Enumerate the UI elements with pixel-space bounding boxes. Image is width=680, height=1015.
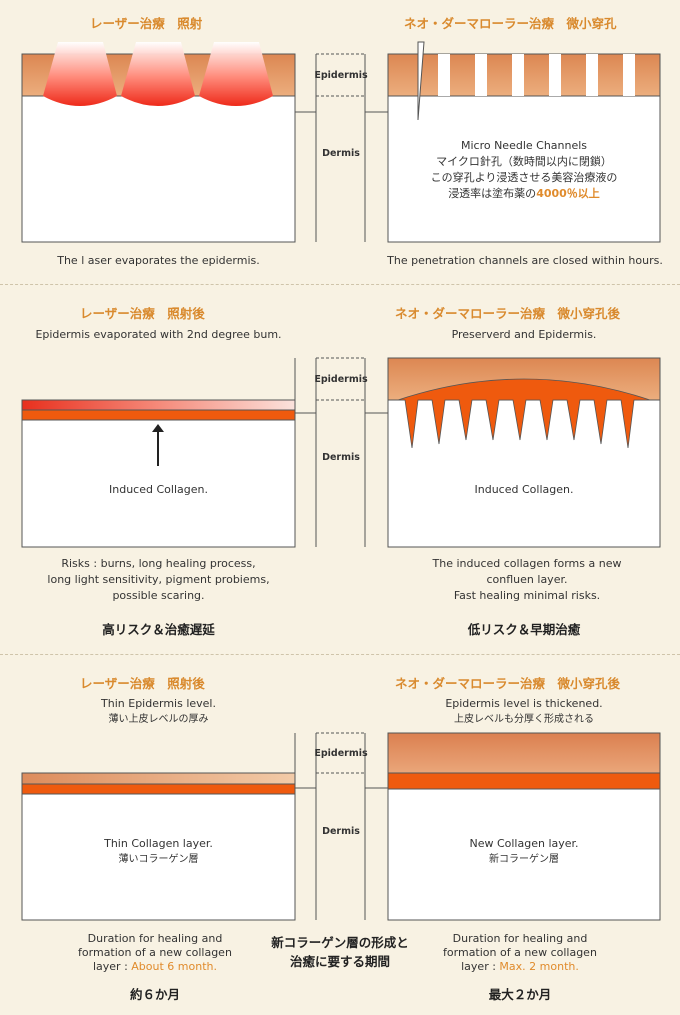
s3-left-duration-value: About 6 month. xyxy=(131,960,217,973)
s3-left-duration-line2: formation of a new collagen xyxy=(78,946,232,959)
s2-right-title: ネオ・ダーマローラー治療 微小穿孔後 xyxy=(395,306,621,321)
s2-right-desc-line1: The induced collagen forms a new xyxy=(432,557,622,570)
s1-right-title: ネオ・ダーマローラー治療 微小穿孔 xyxy=(404,16,617,31)
s3-left-duration-line3: layer : About 6 month. xyxy=(60,960,250,974)
s3-center-caption: 新コラーゲン層の形成と 治癒に要する期間 xyxy=(250,933,430,971)
s2-right-subtitle: Preserverd and Epidermis. xyxy=(451,328,597,341)
s3-left-thin-epidermis xyxy=(21,772,296,785)
s2-dermis-label: Dermis xyxy=(322,452,360,463)
s3-left-duration-line1: Duration for healing and xyxy=(87,932,223,945)
s2-left-risks-line1: Risks : burns, long healing process, xyxy=(61,557,256,570)
s3-right-title: ネオ・ダーマローラー治療 微小穿孔後 xyxy=(395,676,621,691)
s2-left-subtitle: Epidermis evaporated with 2nd degree bum… xyxy=(35,328,282,341)
s2-epidermis-label: Epidermis xyxy=(314,374,368,385)
s1-right-line4-highlight: 4000％以上 xyxy=(536,187,600,200)
s3-left-sub-jp: 薄い上皮レベルの厚み xyxy=(108,714,209,725)
s1-laser-beam-3 xyxy=(199,42,273,106)
s1-laser-beam-2 xyxy=(121,42,195,106)
s1-right-center-text: Micro Needle Channels マイクロ針孔（数時間以内に閉鎖） こ… xyxy=(388,138,660,202)
s2-left-risks-line3: possible scaring. xyxy=(112,589,205,602)
s3-right-center-jp: 新コラーゲン層 xyxy=(489,854,559,865)
s3-right-duration-line3: layer : Max. 2 month. xyxy=(425,960,615,974)
s3-right-center: New Collagen layer. 新コラーゲン層 xyxy=(388,836,660,868)
s3-epidermis-label: Epidermis xyxy=(314,748,368,759)
s3-right-duration-value: Max. 2 month. xyxy=(499,960,579,973)
s3-left-sub-en: Thin Epidermis level. xyxy=(101,697,216,710)
s1-needle xyxy=(417,41,425,121)
s3-left-dermis-box xyxy=(21,772,296,921)
section3-diagram xyxy=(21,732,661,921)
section1-diagram xyxy=(21,41,661,243)
s3-right-duration: Duration for healing and formation of a … xyxy=(425,932,615,974)
s2-left-dermis-box xyxy=(21,399,296,548)
s3-left-center-jp: 薄いコラーゲン層 xyxy=(118,854,199,865)
s2-left-risks: Risks : burns, long healing process, lon… xyxy=(12,556,305,604)
s1-needle-channels xyxy=(438,54,635,96)
s3-right-duration-line2: formation of a new collagen xyxy=(443,946,597,959)
s3-right-center-en: New Collagen layer. xyxy=(469,837,579,850)
s2-right-desc-line3: Fast healing minimal risks. xyxy=(453,589,601,602)
section-divider-2 xyxy=(0,654,680,655)
s2-right-summary: 低リスク＆早期治癒 xyxy=(467,622,581,637)
s3-left-duration: Duration for healing and formation of a … xyxy=(60,932,250,974)
s2-right-desc-line2: confluen layer. xyxy=(486,573,568,586)
s2-left-summary: 高リスク＆治癒遅延 xyxy=(102,622,215,637)
s3-dermis-label: Dermis xyxy=(322,826,360,837)
s3-right-sub: Epidermis level is thickened. 上皮レベルも分厚く形… xyxy=(388,696,660,728)
s3-left-period: 約６か月 xyxy=(129,987,180,1002)
s3-right-duration-prefix: layer : xyxy=(461,960,500,973)
section-divider-1 xyxy=(0,284,680,285)
s1-right-line2: マイクロ針孔（数時間以内に閉鎖） xyxy=(436,155,612,168)
s3-center-caption-line2: 治癒に要する期間 xyxy=(289,954,390,969)
s3-right-thick-epidermis xyxy=(387,732,661,774)
s1-right-line1: Micro Needle Channels xyxy=(460,139,588,152)
s1-right-line3: この穿孔より浸透させる美容治療液の xyxy=(430,171,618,184)
s2-left-title: レーザー治療 照射後 xyxy=(80,306,205,321)
s2-right-desc: The induced collagen forms a new conflue… xyxy=(388,556,666,604)
s3-left-duration-prefix: layer : xyxy=(92,960,132,973)
s2-right-collagen-dome xyxy=(397,378,651,449)
s2-right-center: Induced Collagen. xyxy=(474,483,574,496)
s3-center-caption-line1: 新コラーゲン層の形成と xyxy=(271,935,409,950)
s2-arrow-head-icon xyxy=(152,424,164,432)
s1-right-caption: The penetration channels are closed with… xyxy=(387,254,663,267)
section2-diagram xyxy=(21,357,661,548)
s1-laser-beam-1 xyxy=(43,42,117,106)
s3-right-new-collagen xyxy=(387,772,661,790)
s2-left-collagen-layer xyxy=(21,409,296,421)
s1-right-line4-prefix: 浸透率は塗布薬の xyxy=(448,187,537,200)
s2-left-burn-layer xyxy=(21,399,296,411)
s3-left-sub: Thin Epidermis level. 薄い上皮レベルの厚み xyxy=(22,696,295,728)
s1-dermis-label: Dermis xyxy=(322,148,360,159)
s1-left-title: レーザー治療 照射 xyxy=(90,16,203,31)
s3-left-title: レーザー治療 照射後 xyxy=(80,676,205,691)
s1-right-line4: 浸透率は塗布薬の4000％以上 xyxy=(388,186,660,202)
s3-left-center-en: Thin Collagen layer. xyxy=(104,837,213,850)
s1-left-caption: The l aser evaporates the epidermis. xyxy=(57,254,260,267)
s3-left-center: Thin Collagen layer. 薄いコラーゲン層 xyxy=(22,836,295,868)
s3-right-duration-line1: Duration for healing and xyxy=(452,932,588,945)
s3-left-thin-collagen xyxy=(21,783,296,795)
s3-right-sub-en: Epidermis level is thickened. xyxy=(445,697,603,710)
s3-right-sub-jp: 上皮レベルも分厚く形成される xyxy=(454,714,594,725)
s1-epidermis-label: Epidermis xyxy=(314,70,368,81)
s2-left-risks-line2: long light sensitivity, pigment probiems… xyxy=(47,573,270,586)
s3-right-period: 最大２か月 xyxy=(488,987,552,1002)
s2-left-center: Induced Collagen. xyxy=(109,483,208,496)
